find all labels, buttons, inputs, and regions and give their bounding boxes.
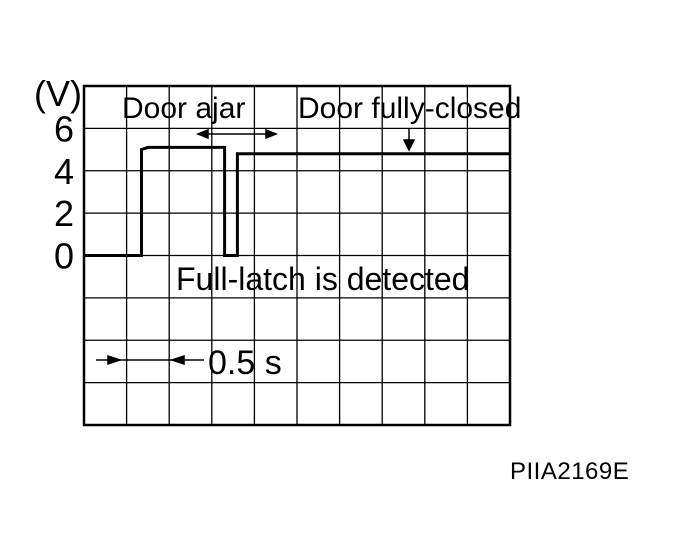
full-latch-label: Full-latch is detected <box>176 261 469 297</box>
scope-grid <box>82 84 512 427</box>
y-tick-label: 6 <box>54 108 74 149</box>
y-unit-label: (V) <box>34 73 82 114</box>
y-tick-label: 0 <box>54 236 74 277</box>
door-fully-closed-label: Door fully-closed <box>298 92 521 125</box>
time-scale-label: 0.5 s <box>208 344 282 382</box>
part-number: PIIA2169E <box>510 458 630 485</box>
door-fully-closed-arrow <box>402 128 416 152</box>
voltage-waveform <box>84 145 510 257</box>
y-tick-label: 4 <box>54 151 74 192</box>
door-ajar-label: Door ajar <box>122 92 245 125</box>
door-ajar-arrow <box>195 128 279 140</box>
time-scale-arrow <box>96 354 204 366</box>
y-tick-label: 2 <box>54 193 74 234</box>
